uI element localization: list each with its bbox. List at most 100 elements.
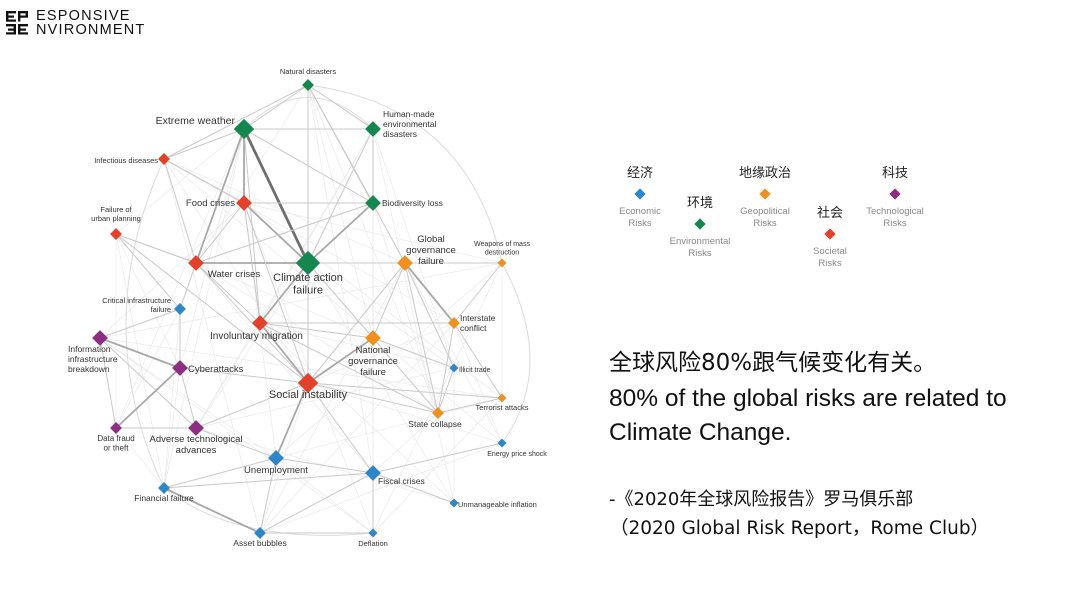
link-climate-food xyxy=(243,202,309,264)
link-unemployment-financial xyxy=(163,457,277,489)
node-label-water: Water crises xyxy=(208,269,261,280)
link-social-unemployment xyxy=(275,382,309,459)
societal-diamond-icon xyxy=(824,228,836,240)
link-social-state xyxy=(307,382,439,414)
legend-item-technological: 科技 Technological Risks xyxy=(855,162,935,230)
environmental-diamond-icon xyxy=(694,218,706,230)
link-migration-state xyxy=(259,322,439,414)
link-urban-water xyxy=(115,233,197,264)
background-link xyxy=(275,397,503,459)
link-fiscal-asset xyxy=(259,472,374,534)
background-link xyxy=(99,202,245,339)
link-unemployment-asset xyxy=(259,457,277,534)
node-fiscal: Fiscal crises xyxy=(365,465,425,486)
background-link xyxy=(115,308,181,429)
background-link xyxy=(99,337,503,399)
background-link xyxy=(372,397,503,534)
link-interstate-wmd xyxy=(453,262,503,324)
background-link xyxy=(307,262,455,504)
node-label-inflation: Unmanageable inflation xyxy=(458,500,537,509)
node-financial: Financial failure xyxy=(134,482,194,503)
legend-label-en: Technological xyxy=(866,206,924,217)
node-label-infectious: Infectious diseases xyxy=(94,156,158,165)
economic-node-diamond-icon xyxy=(449,363,459,373)
technological-node-diamond-icon xyxy=(188,420,204,436)
outer-arc xyxy=(501,262,531,444)
node-state: State collapse xyxy=(408,407,462,429)
legend-label-en: Geopolitical xyxy=(740,206,790,217)
economic-node-diamond-icon xyxy=(497,438,507,448)
outer-arc xyxy=(163,487,374,536)
link-infobreak-fraud xyxy=(99,337,117,429)
node-asset: Asset bubbles xyxy=(233,527,287,548)
legend-label-en-2: Risks xyxy=(883,218,907,229)
economic-node-diamond-icon xyxy=(268,450,284,466)
link-interstate-state xyxy=(437,322,455,414)
background-link xyxy=(179,128,245,369)
legend-label-zh: 地缘政治 xyxy=(738,166,791,181)
legend-label-zh: 环境 xyxy=(686,196,713,211)
background-link xyxy=(163,158,261,534)
node-label-financial: Financial failure xyxy=(134,493,194,503)
brand-line-1: ESPONSIVE xyxy=(36,8,131,24)
background-link xyxy=(115,128,245,235)
node-label-cyber: Cyberattacks xyxy=(188,364,244,375)
brand-line-2: NVIRONMENT xyxy=(36,22,146,38)
node-illicit: Illicit trade xyxy=(449,363,491,374)
link-fiscal-financial xyxy=(163,472,374,489)
link-fiscal-energy xyxy=(372,442,503,474)
headline-chinese: 全球风险80%跟气候变化有关。 xyxy=(609,350,937,376)
background-link xyxy=(307,84,374,339)
background-link xyxy=(453,322,503,444)
link-infectious-water xyxy=(163,158,197,264)
link-food-water xyxy=(195,202,245,264)
link-migration-national xyxy=(259,322,374,339)
link-state-terrorist xyxy=(437,397,503,414)
link-climate-biodiversity xyxy=(307,202,374,264)
societal-node-diamond-icon xyxy=(188,255,204,271)
background-link xyxy=(307,262,455,369)
economic-node-diamond-icon xyxy=(368,528,378,538)
link-climate-humanmade xyxy=(307,128,374,264)
node-label-fiscal: Fiscal crises xyxy=(378,476,425,486)
node-label-asset: Asset bubbles xyxy=(233,538,286,548)
node-label-illicit: Illicit trade xyxy=(459,367,491,374)
societal-node-diamond-icon xyxy=(158,153,170,165)
node-label-deflation: Deflation xyxy=(358,539,388,548)
link-urban-infra xyxy=(115,233,181,310)
category-legend: 经济 Economic Risks 环境 Environmental Risks… xyxy=(600,150,960,280)
geopolitical-node-diamond-icon xyxy=(365,330,381,346)
background-link xyxy=(259,442,503,534)
societal-node-diamond-icon xyxy=(110,228,122,240)
background-link xyxy=(404,262,503,444)
link-governance-illicit xyxy=(404,262,455,369)
node-label-extreme: Extreme weather xyxy=(156,115,236,127)
legend-label-en: Environmental xyxy=(669,236,731,247)
legend-item-environmental: 环境 Environmental Risks xyxy=(660,192,740,260)
link-water-migration xyxy=(195,262,261,324)
link-social-fiscal xyxy=(307,382,374,474)
link-infobreak-adverse xyxy=(99,337,197,429)
background-link xyxy=(307,84,374,474)
link-governance-state xyxy=(404,262,439,414)
background-link xyxy=(275,262,503,459)
economic-diamond-icon xyxy=(634,188,646,200)
link-infobreak-cyber xyxy=(99,337,181,369)
headline-english: 80% of the global risks are related to C… xyxy=(609,385,1007,446)
node-label-social: Social instability xyxy=(269,389,348,401)
link-social-governance xyxy=(307,262,406,384)
technological-diamond-icon xyxy=(889,188,901,200)
